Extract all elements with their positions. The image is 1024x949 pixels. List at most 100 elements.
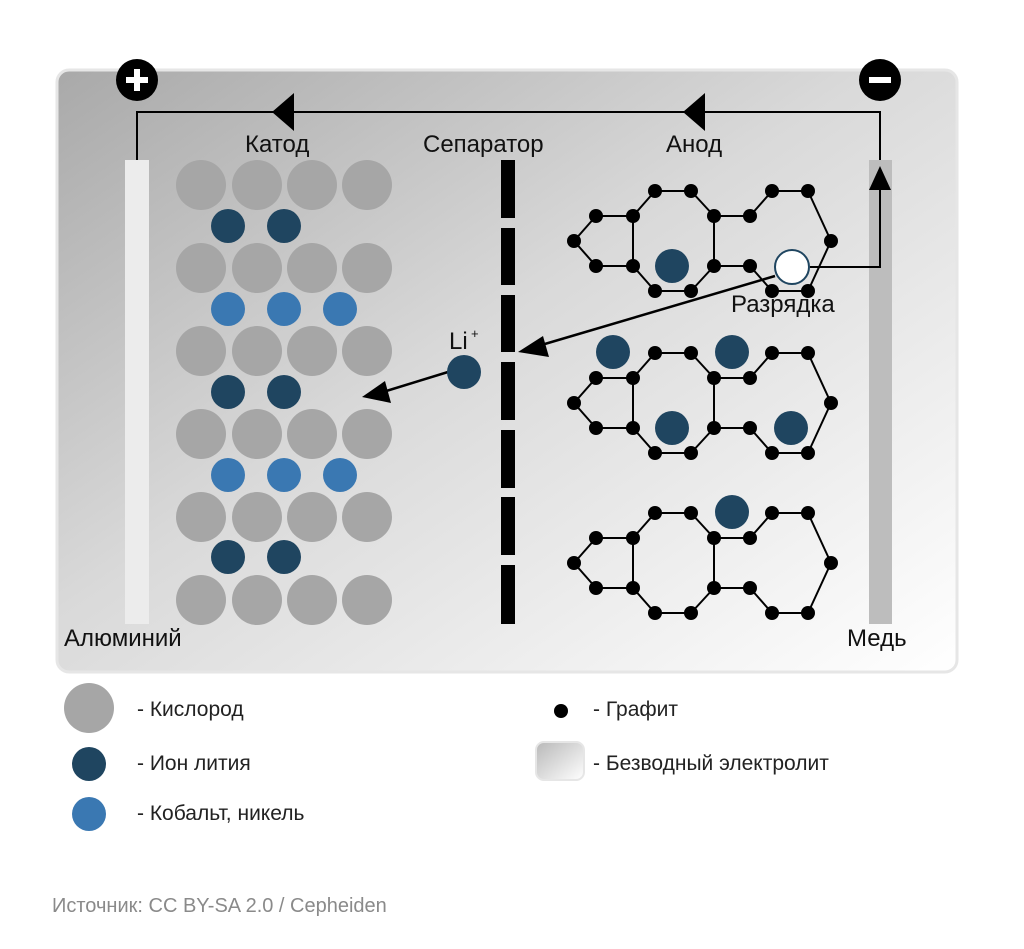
legend-lithium-label: - Ион лития (137, 752, 251, 775)
cobalt-nickel-atom (267, 458, 301, 492)
cathode-lattice (176, 160, 392, 625)
cobalt-nickel-atom (323, 292, 357, 326)
graphite-atom (626, 421, 640, 435)
oxygen-atom (232, 409, 282, 459)
anode-graphite (567, 184, 838, 620)
graphite-atom (648, 184, 662, 198)
graphite-atom (743, 259, 757, 273)
migrating-lithium-ion (447, 355, 481, 389)
graphite-atom (743, 421, 757, 435)
graphite-atom (765, 446, 779, 460)
cathode-label: Катод (245, 131, 310, 158)
oxygen-atom (176, 326, 226, 376)
legend-electrolyte-label: - Безводный электролит (593, 752, 829, 775)
separator-dash (501, 295, 515, 352)
discharge-label: Разрядка (731, 291, 835, 318)
graphite-atom (801, 606, 815, 620)
graphite-atom (589, 209, 603, 223)
oxygen-atom (342, 409, 392, 459)
legend-graphite-label: - Графит (593, 698, 679, 721)
graphite-atom (765, 506, 779, 520)
copper-label: Медь (847, 625, 907, 652)
oxygen-atom (287, 492, 337, 542)
separator-dash (501, 160, 515, 218)
lithium-ion (267, 209, 301, 243)
graphite-atom (824, 556, 838, 570)
graphite-atom (648, 506, 662, 520)
graphite-atom (626, 259, 640, 273)
graphite-atom (626, 581, 640, 595)
graphite-atom (648, 284, 662, 298)
graphite-atom (765, 606, 779, 620)
graphite-atom (801, 284, 815, 298)
graphite-atom (684, 506, 698, 520)
oxygen-atom (176, 575, 226, 625)
lithium-ion (267, 540, 301, 574)
graphite-atom (707, 209, 721, 223)
oxygen-atom (176, 160, 226, 210)
legend-cobalt-swatch (72, 797, 106, 831)
graphite-atom (801, 184, 815, 198)
discharge-wire (810, 188, 881, 268)
graphite-atom (801, 446, 815, 460)
separator-dash (501, 228, 515, 285)
graphite-atom (801, 506, 815, 520)
oxygen-atom (232, 160, 282, 210)
anode-label: Анод (666, 131, 723, 158)
lithium-ion-label: Li (449, 328, 468, 355)
graphite-atom (648, 446, 662, 460)
graphite-atom (765, 284, 779, 298)
oxygen-atom (342, 326, 392, 376)
graphite-atom (626, 209, 640, 223)
lithium-ion (267, 375, 301, 409)
cobalt-nickel-atom (211, 458, 245, 492)
separator-label: Сепаратор (423, 131, 544, 158)
graphite-atom (743, 581, 757, 595)
oxygen-atom (232, 492, 282, 542)
graphite-atom (707, 371, 721, 385)
plus-icon (126, 69, 148, 91)
graphite-atom (589, 421, 603, 435)
lithium-ion-charge: + (471, 326, 479, 341)
graphite-bond (807, 352, 832, 404)
legend-lithium-swatch (72, 747, 106, 781)
oxygen-atom (342, 243, 392, 293)
graphite-atom (824, 396, 838, 410)
legend-graphite-swatch (554, 704, 568, 718)
graphite-atom (589, 371, 603, 385)
wire-arrow-left (272, 93, 294, 131)
oxygen-atom (287, 326, 337, 376)
oxygen-atom (342, 575, 392, 625)
legend-electrolyte-swatch (535, 741, 585, 781)
separator-dash (501, 430, 515, 488)
graphite-atom (684, 284, 698, 298)
oxygen-atom (176, 409, 226, 459)
oxygen-atom (342, 160, 392, 210)
graphite-atom (707, 531, 721, 545)
graphite-atom (648, 346, 662, 360)
oxygen-atom (176, 243, 226, 293)
ion-path-arrowhead-2 (362, 381, 391, 403)
graphite-atom (589, 581, 603, 595)
graphite-atom (801, 346, 815, 360)
aluminium-collector (125, 160, 149, 624)
oxygen-atom (342, 492, 392, 542)
graphite-bond (807, 402, 832, 454)
graphite-atom (743, 209, 757, 223)
oxygen-atom (287, 409, 337, 459)
graphite-bond (807, 190, 832, 242)
discharge-arrow-up (869, 166, 891, 190)
separator (501, 160, 515, 624)
graphite-atom (567, 556, 581, 570)
lithium-ion (211, 375, 245, 409)
cobalt-nickel-atom (323, 458, 357, 492)
separator-dash (501, 362, 515, 420)
cobalt-nickel-atom (267, 292, 301, 326)
external-wire (136, 111, 881, 160)
graphite-atom (707, 259, 721, 273)
lithium-ion (211, 540, 245, 574)
separator-dash (501, 497, 515, 555)
oxygen-atom (287, 160, 337, 210)
copper-collector (869, 160, 892, 624)
graphite-atom (567, 396, 581, 410)
